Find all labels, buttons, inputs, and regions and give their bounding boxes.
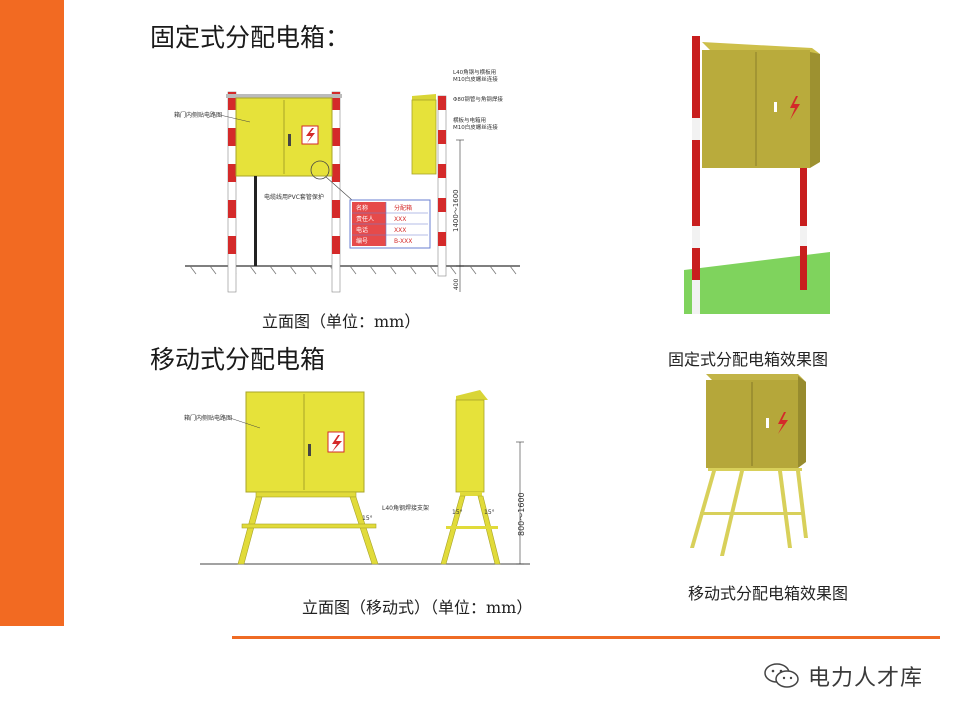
svg-text:15°: 15° (484, 509, 495, 516)
fixed-elevation-caption: 立面图（单位：mm） (262, 312, 421, 331)
label-cable: 电缆线用PVC套管保护 (264, 193, 324, 201)
svg-text:M10白皮螺丝连接: M10白皮螺丝连接 (453, 75, 498, 83)
mobile-elevation-caption: 立面图（移动式）（单位：mm） (302, 598, 533, 617)
side-view (411, 94, 447, 277)
svg-text:15°: 15° (362, 515, 373, 522)
right-pole (331, 91, 341, 293)
label-brace: L40角钢焊接支架 (382, 504, 429, 512)
svg-text:分配箱: 分配箱 (394, 204, 412, 212)
dim-base: 400 (453, 278, 460, 290)
wechat-icon (764, 663, 799, 688)
mobile-elevation-drawing: 箱门内侧贴电路图 L40角钢焊接支架 15° 15° 15° 800～1600 (184, 390, 530, 565)
svg-text:L40角钢与横板用: L40角钢与横板用 (453, 68, 496, 76)
svg-text:Φ80钢管与角钢焊接: Φ80钢管与角钢焊接 (453, 95, 503, 103)
info-table: 名称 分配箱 责任人 XXX 电话 XXX 编号 B-XXX (349, 199, 431, 249)
svg-text:责任人: 责任人 (356, 215, 374, 223)
left-accent-bar (0, 0, 64, 626)
svg-text:横板与电箱用: 横板与电箱用 (453, 116, 486, 124)
fixed-elevation-drawing: 名称 分配箱 责任人 XXX 电话 XXX 编号 B-XXX 箱门内侧贴电路图 … (174, 68, 520, 293)
dim-height: 800～1600 (517, 492, 526, 536)
left-pole (227, 91, 237, 293)
fixed-render-caption: 固定式分配电箱效果图 (668, 350, 829, 369)
svg-text:M10白皮螺丝连接: M10白皮螺丝连接 (453, 123, 498, 131)
bottom-divider (232, 636, 940, 639)
mobile-render-image (690, 374, 808, 556)
mobile-box-title: 移动式分配电箱 (150, 345, 326, 374)
dim-height: 1400～1600 (452, 189, 460, 232)
watermark: 电力人才库 (762, 660, 923, 692)
svg-text:15°: 15° (452, 509, 463, 516)
watermark-text: 电力人才库 (808, 666, 924, 691)
fixed-render-image (684, 36, 830, 314)
svg-text:B-XXX: B-XXX (394, 238, 412, 245)
svg-text:编号: 编号 (356, 237, 368, 245)
svg-text:名称: 名称 (356, 204, 368, 212)
fixed-box-title: 固定式分配电箱： (150, 23, 351, 52)
label-door: 箱门内侧贴电路图 (174, 111, 222, 119)
svg-text:XXX: XXX (394, 216, 406, 223)
svg-text:电话: 电话 (356, 226, 368, 234)
label-door: 箱门内侧贴电路图 (184, 414, 232, 422)
svg-text:XXX: XXX (394, 227, 406, 234)
mobile-render-caption: 移动式分配电箱效果图 (688, 584, 849, 603)
